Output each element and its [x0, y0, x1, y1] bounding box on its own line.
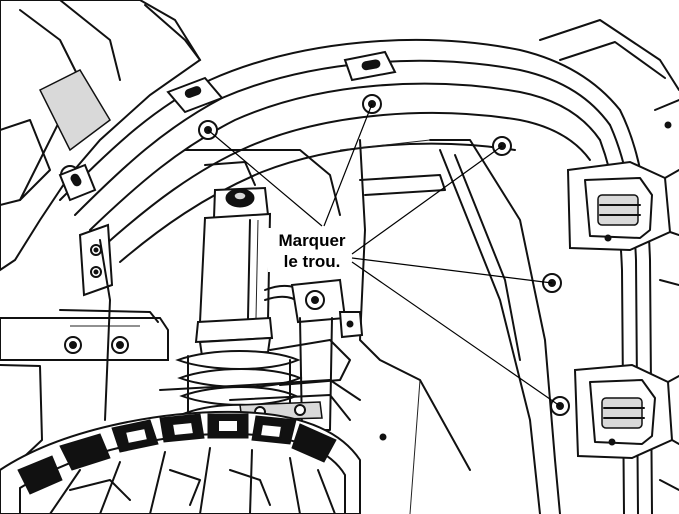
fender-top-tabs: [58, 50, 397, 202]
leader-line-hole-e: [351, 261, 561, 407]
leader-line-hole-c: [351, 145, 503, 255]
lower-frame-bar: [0, 239, 169, 471]
small-hole: [379, 433, 387, 441]
leader-line-hole-a: [207, 129, 323, 227]
leader-line-hole-b: [323, 103, 373, 227]
right-edge-panel: [654, 99, 679, 491]
inner-wheel-well: [339, 139, 561, 514]
callout-label-backing: [268, 228, 354, 272]
leader-lines: [207, 103, 561, 407]
left-frame-bracket: [78, 223, 114, 297]
leader-line-hole-d: [351, 257, 553, 284]
center-mount-bracket: [269, 278, 364, 431]
top-tab-far-left: [58, 163, 97, 202]
callout-line-2: le trou.: [284, 252, 341, 271]
top-tab-middle: [343, 50, 397, 82]
callout-line-1: Marquer: [278, 231, 345, 250]
tire: [0, 410, 361, 514]
hinge-bracket-upper: [566, 160, 679, 252]
hinge-bracket-lower: [573, 363, 679, 460]
top-tab-left: [166, 76, 224, 114]
